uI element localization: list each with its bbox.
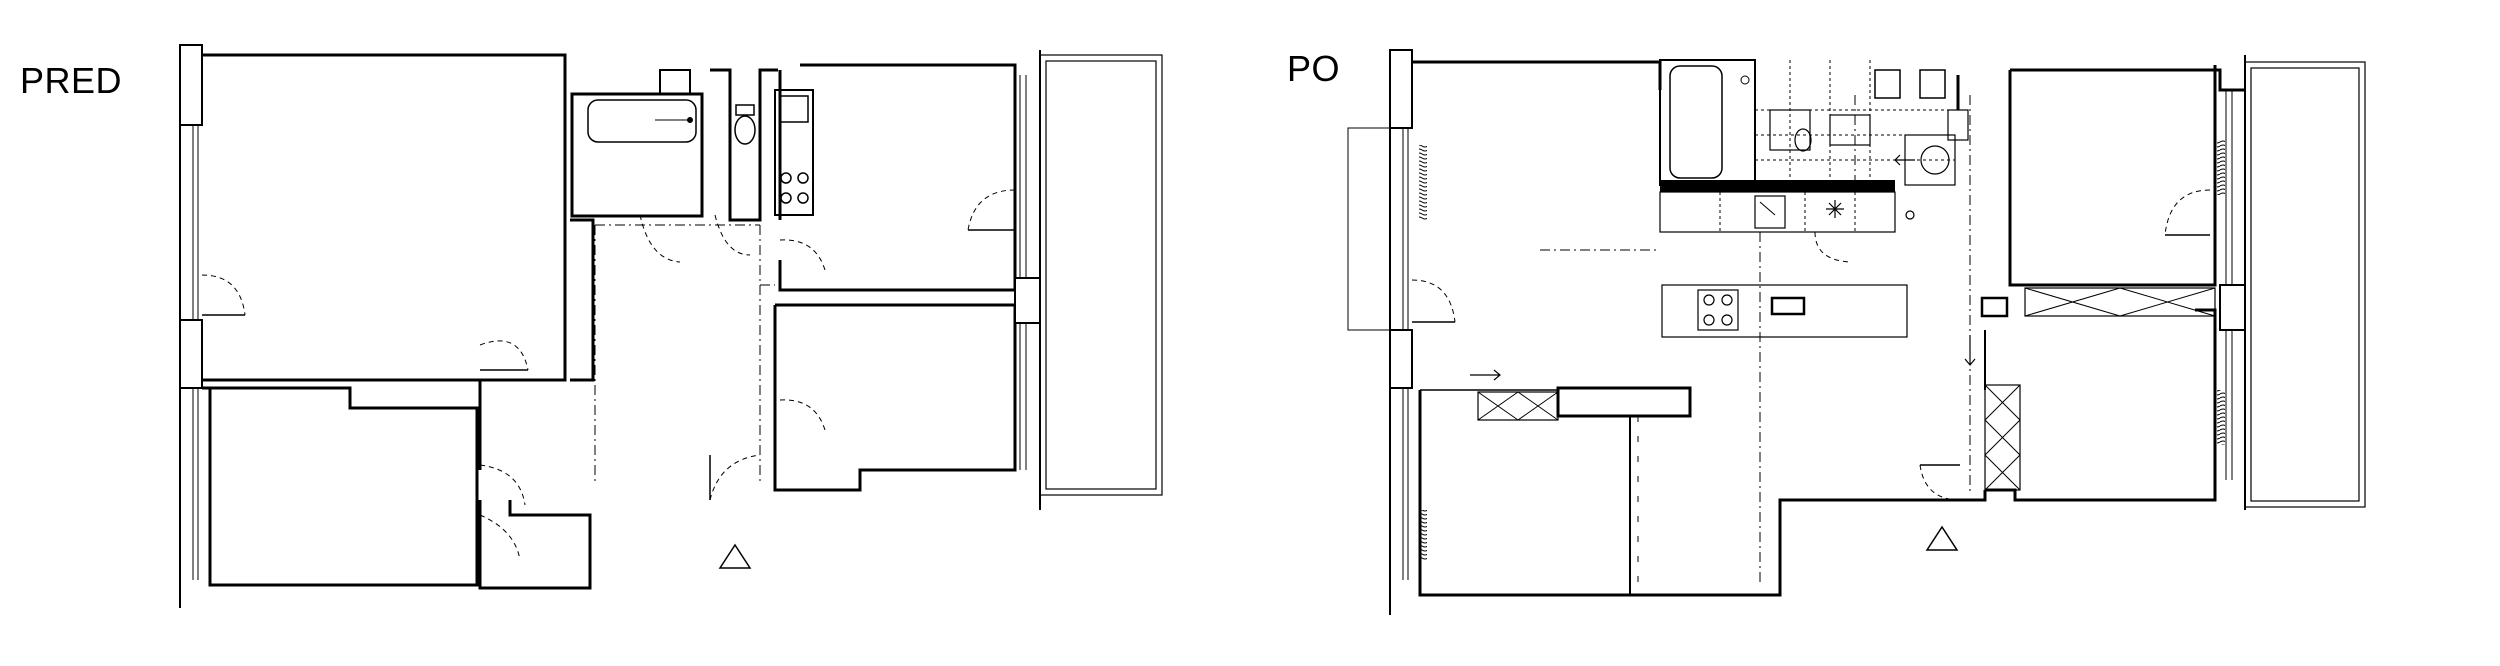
door-swings-after — [1411, 189, 2211, 501]
sink-icon — [1754, 195, 1786, 229]
room-right-top-after — [2008, 65, 2217, 287]
triangle-entrance-icon-after — [1925, 525, 1959, 551]
room-living — [202, 53, 567, 382]
wardrobe-right-top — [2024, 287, 2216, 317]
toilet-icon-after — [1794, 128, 1812, 152]
kitchen-island — [1661, 284, 1908, 338]
triangle-entrance-icon — [718, 543, 752, 569]
bathtub-icon — [587, 99, 697, 143]
balcony-icon-after — [2244, 61, 2366, 508]
wc-room — [710, 68, 778, 222]
radiator-icon — [1419, 140, 2225, 560]
divider-wall-black — [1556, 386, 1692, 418]
balcony-icon — [1039, 54, 1163, 496]
room-bedroom-top — [778, 63, 1017, 292]
asterisk-icon — [1826, 200, 1844, 218]
outer-wall-after — [1412, 60, 1662, 90]
plan-after — [1347, 49, 2366, 615]
bathtub-icon-after — [1669, 65, 1723, 179]
kitchen-unit — [774, 89, 814, 216]
dash-dot-lines-after — [1540, 95, 1971, 585]
dash-dot-lines — [594, 224, 775, 485]
cooktop-icon — [1697, 289, 1739, 331]
exterior-wall-left-after — [1389, 49, 1413, 615]
kitchen-counter — [1660, 180, 1895, 192]
room-bedroom-bottom — [773, 303, 1017, 492]
room-bottom-left — [202, 386, 479, 587]
plan-label-before: PRED — [20, 60, 123, 101]
exterior-wall-left — [179, 44, 203, 608]
wardrobe-right-vertical — [1984, 384, 2021, 491]
plan-label-after: PO — [1287, 48, 1341, 89]
exterior-wall-right — [1014, 50, 1041, 510]
bathroom — [570, 92, 704, 218]
wardrobe-left — [1477, 391, 1559, 421]
door-swings — [201, 189, 1016, 561]
plan-before — [179, 44, 1163, 608]
toilet-icon — [734, 115, 756, 145]
hall-wall-left — [478, 300, 567, 470]
stove-icon — [780, 172, 809, 204]
